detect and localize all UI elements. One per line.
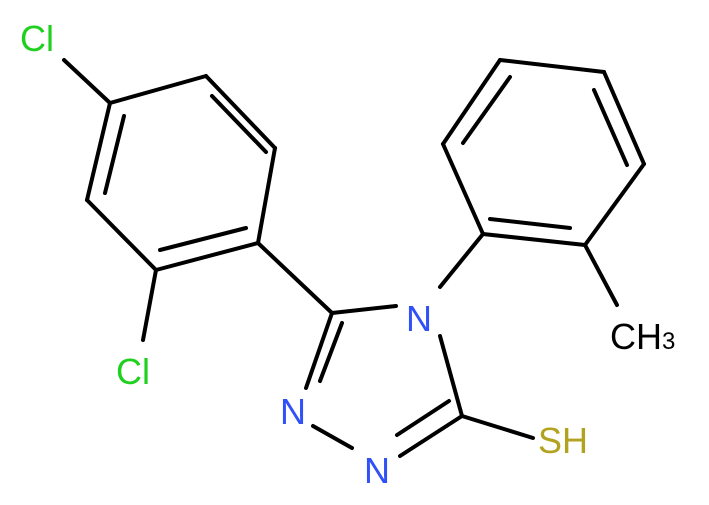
bond-to-cl-top [62, 58, 112, 105]
bond [481, 232, 587, 247]
bond [158, 226, 248, 252]
bond [461, 75, 512, 145]
atom-sh: SH [538, 420, 588, 461]
bond-to-cl-ortho [141, 268, 158, 342]
atom-n4: N [406, 298, 432, 339]
bond [204, 74, 277, 150]
atom-n1: N [364, 450, 390, 491]
bond [395, 399, 451, 437]
bond [330, 304, 398, 315]
bond-aryl-triazole [256, 241, 334, 315]
bond [441, 142, 485, 236]
triazole-ring [304, 304, 464, 458]
bond [304, 311, 334, 390]
atom-cl-ortho: Cl [116, 351, 150, 392]
methyl-main: CH [610, 316, 662, 357]
bond [498, 58, 606, 74]
atom-cl-top: Cl [20, 18, 54, 59]
bond [103, 114, 126, 195]
bond [602, 70, 646, 166]
bond [318, 321, 344, 383]
bond [488, 217, 572, 230]
bond [583, 162, 646, 247]
bond [311, 424, 354, 450]
bond-to-sh [460, 414, 535, 440]
atom-methyl: CH3 [610, 316, 675, 357]
dichlorophenyl-ring [85, 74, 277, 272]
atom-n2: N [280, 391, 306, 432]
bond [210, 94, 268, 154]
bond [441, 58, 502, 146]
bond [592, 88, 629, 167]
bond [85, 198, 158, 272]
bond [154, 241, 260, 272]
bond-n-tolyl [438, 232, 485, 289]
bond [85, 101, 112, 202]
methyl-subscript: 3 [662, 328, 675, 355]
bond [256, 146, 277, 245]
bond [438, 334, 464, 418]
bond [108, 74, 208, 105]
bond-to-methyl [583, 243, 619, 307]
tolyl-ring [441, 58, 646, 247]
bond [398, 414, 464, 458]
